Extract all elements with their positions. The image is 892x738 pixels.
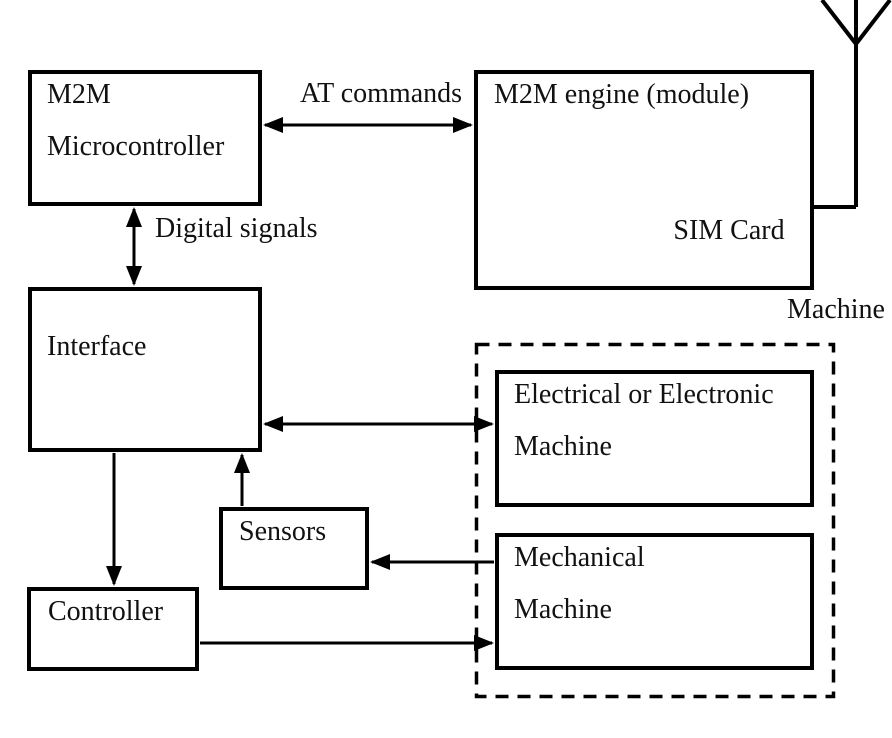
sensors-label: Sensors: [239, 516, 327, 547]
mechanical-machine-label-line2: Machine: [514, 594, 612, 625]
arrow-mechanical-sensors: [370, 554, 494, 570]
arrow-interface-electrical: [263, 416, 494, 432]
controller-label: Controller: [48, 596, 164, 627]
arrow-sensors-interface: [234, 453, 250, 506]
digital-signals-label: Digital signals: [155, 213, 318, 244]
box-m2m-microcontroller: M2M Microcontroller: [28, 70, 262, 206]
m2m-microcontroller-label-line1: M2M: [47, 79, 111, 110]
arrow-interface-controller: [106, 453, 122, 586]
at-commands-label: AT commands: [300, 78, 463, 109]
antenna-icon: [812, 0, 892, 209]
box-mechanical-machine: Mechanical Machine: [495, 533, 814, 670]
m2m-microcontroller-label-line2: Microcontroller: [47, 131, 225, 162]
electrical-machine-label-line2: Machine: [514, 431, 612, 462]
box-interface: Interface: [28, 287, 262, 452]
arrow-controller-mechanical: [200, 635, 494, 651]
mechanical-machine-label-line1: Mechanical: [514, 542, 645, 573]
box-m2m-engine: M2M engine (module): [474, 70, 814, 290]
arrow-digital-signals: [126, 207, 142, 286]
machine-dashed-border: [474, 342, 836, 699]
box-electrical-machine: Electrical or Electronic Machine: [495, 370, 814, 507]
machine-label: Machine: [787, 294, 885, 325]
m2m-engine-label: M2M engine (module): [494, 79, 750, 110]
arrow-at-commands: [263, 117, 473, 133]
sim-card-label: SIM Card: [673, 215, 785, 246]
electrical-machine-label-line1: Electrical or Electronic: [514, 379, 774, 410]
box-controller: Controller: [27, 587, 199, 671]
interface-label: Interface: [47, 331, 147, 362]
box-sensors: Sensors: [219, 507, 369, 590]
